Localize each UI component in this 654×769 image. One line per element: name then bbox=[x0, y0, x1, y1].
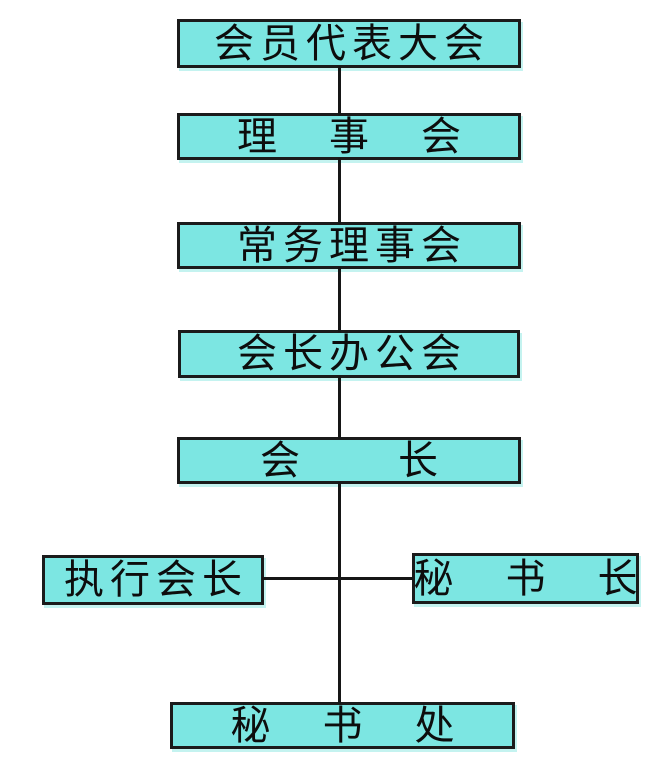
connector-standing-office bbox=[338, 267, 341, 332]
connector-branch-horizontal bbox=[262, 577, 413, 580]
node-executive-president: 执行会长 bbox=[42, 555, 264, 605]
node-council: 理 事 会 bbox=[177, 113, 521, 160]
node-member-congress: 会员代表大会 bbox=[177, 19, 521, 68]
connector-congress-council bbox=[338, 66, 341, 115]
node-secretary-general: 秘 书 长 bbox=[412, 553, 639, 604]
connector-president-secretariat bbox=[338, 482, 341, 704]
node-secretariat: 秘 书 处 bbox=[170, 702, 515, 749]
node-president-office-meeting: 会长办公会 bbox=[178, 330, 520, 378]
connector-council-standing bbox=[338, 158, 341, 224]
connector-office-president bbox=[338, 376, 341, 439]
node-president: 会 长 bbox=[177, 437, 521, 484]
node-standing-council: 常务理事会 bbox=[177, 222, 521, 269]
